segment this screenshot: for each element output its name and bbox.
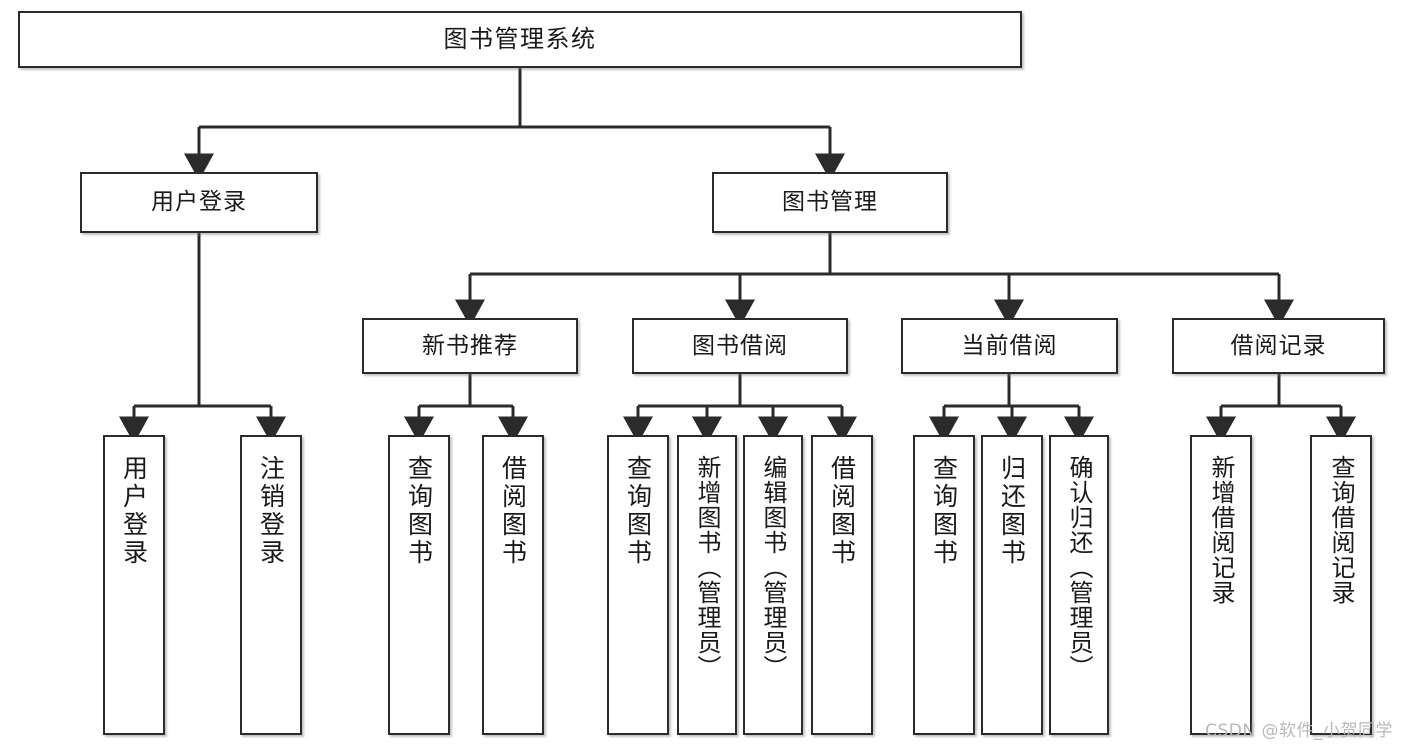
edges-userlogin-to-leaves xyxy=(119,233,286,444)
leaf-query-book-borrow[interactable]: 查询图书 xyxy=(607,435,669,735)
leaf-edit-book-admin[interactable]: 编辑图书（管理员） xyxy=(743,435,803,735)
node-label: 查询图书 xyxy=(404,455,434,567)
node-label: 借阅图书 xyxy=(827,455,857,567)
node-label: 确认归还（管理员） xyxy=(1065,455,1093,680)
node-book-borrow[interactable]: 图书借阅 xyxy=(632,318,848,374)
node-label: 用户登录 xyxy=(119,455,149,567)
node-label: 图书借阅 xyxy=(692,332,788,359)
edges-root-to-level1 xyxy=(184,68,845,181)
node-label: 查询图书 xyxy=(929,455,959,567)
leaf-user-logout[interactable]: 注销登录 xyxy=(240,435,302,735)
node-label: 编辑图书（管理员） xyxy=(759,455,787,680)
edges-currentborrow-to-leaves xyxy=(929,374,1094,444)
node-current-borrow[interactable]: 当前借阅 xyxy=(901,318,1118,374)
node-label: 查询图书 xyxy=(623,455,653,567)
node-label: 借阅记录 xyxy=(1230,332,1327,359)
node-user-login[interactable]: 用户登录 xyxy=(80,172,318,233)
node-label: 注销登录 xyxy=(256,455,286,567)
node-label: 新增图书（管理员） xyxy=(693,455,721,680)
node-label: 新增借阅记录 xyxy=(1207,455,1235,605)
leaf-query-book-current[interactable]: 查询图书 xyxy=(913,435,975,735)
node-label: 用户登录 xyxy=(151,189,247,216)
leaf-return-book[interactable]: 归还图书 xyxy=(981,435,1043,735)
node-label: 新书推荐 xyxy=(422,332,518,359)
edges-bookborrow-to-leaves xyxy=(623,374,857,444)
node-label: 借阅图书 xyxy=(498,455,528,567)
leaf-borrow-book-recommend[interactable]: 借阅图书 xyxy=(482,435,544,735)
leaf-query-borrow-record[interactable]: 查询借阅记录 xyxy=(1310,435,1372,735)
node-new-book-recommend[interactable]: 新书推荐 xyxy=(362,318,578,374)
edges-bookmanage-to-level2 xyxy=(455,233,1294,327)
leaf-add-borrow-record[interactable]: 新增借阅记录 xyxy=(1190,435,1252,735)
node-label: 当前借阅 xyxy=(961,332,1058,359)
node-root-system[interactable]: 图书管理系统 xyxy=(18,11,1022,68)
edges-newbook-to-leaves xyxy=(404,374,528,444)
leaf-confirm-return-admin[interactable]: 确认归还（管理员） xyxy=(1049,435,1109,735)
node-borrow-record[interactable]: 借阅记录 xyxy=(1172,318,1385,374)
leaf-add-book-admin[interactable]: 新增图书（管理员） xyxy=(677,435,737,735)
watermark: CSDN @软件_小贺同学 xyxy=(1205,721,1393,741)
node-label: 归还图书 xyxy=(997,455,1027,567)
leaf-borrow-book[interactable]: 借阅图书 xyxy=(811,435,873,735)
node-label: 图书管理 xyxy=(782,189,878,216)
leaf-query-book-recommend[interactable]: 查询图书 xyxy=(388,435,450,735)
node-label: 图书管理系统 xyxy=(443,24,597,53)
node-label: 查询借阅记录 xyxy=(1327,455,1355,605)
edges-borrowrecord-to-leaves xyxy=(1206,374,1356,444)
leaf-user-login[interactable]: 用户登录 xyxy=(103,435,165,735)
node-book-manage[interactable]: 图书管理 xyxy=(712,172,948,233)
